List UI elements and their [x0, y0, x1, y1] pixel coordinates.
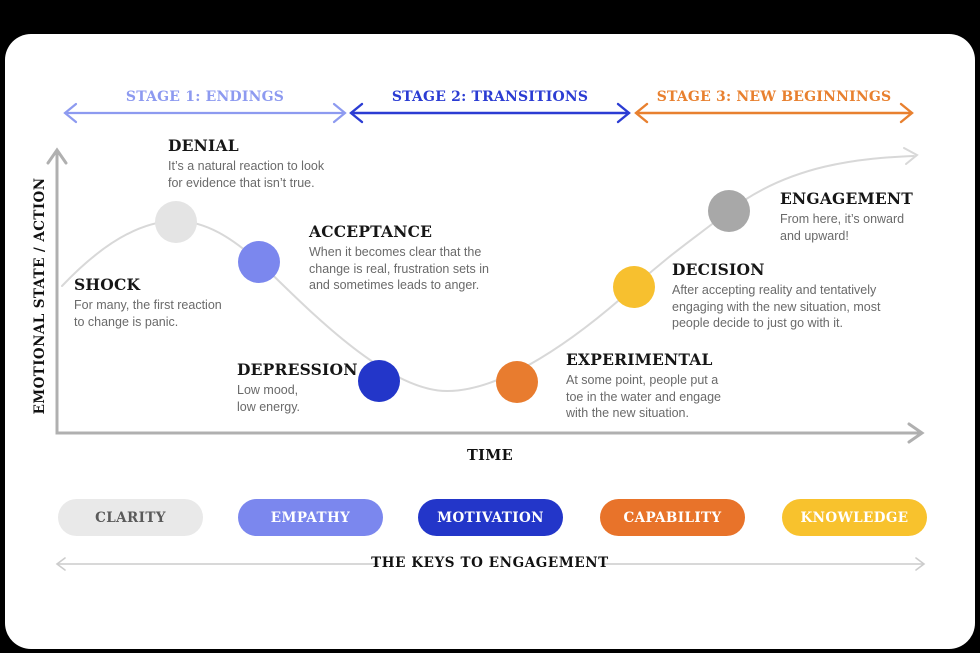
point-experimental: EXPERIMENTAL At some point, people put a…: [566, 350, 721, 422]
point-engagement-title: ENGAGEMENT: [780, 189, 913, 208]
point-denial-desc: It’s a natural reaction to look for evid…: [168, 159, 325, 190]
point-acceptance-desc: When it becomes clear that the change is…: [309, 245, 489, 292]
stage1-label: STAGE 1: ENDINGS: [125, 89, 285, 105]
x-axis-label: TIME: [467, 447, 513, 464]
point-acceptance-title: ACCEPTANCE: [309, 222, 433, 241]
point-denial-title: DENIAL: [168, 136, 239, 155]
point-decision: DECISION After accepting reality and ten…: [672, 260, 880, 332]
point-shock-title: SHOCK: [74, 275, 141, 294]
point-experimental-desc: At some point, people put a toe in the w…: [566, 373, 721, 420]
point-decision-title: DECISION: [672, 260, 765, 279]
key-pill-capability: CAPABILITY: [600, 499, 745, 536]
key-pill-empathy: EMPATHY: [238, 499, 383, 536]
point-engagement: ENGAGEMENT From here, it’s onward and up…: [780, 189, 913, 244]
point-denial: DENIAL It’s a natural reaction to look f…: [168, 136, 324, 191]
point-depression: DEPRESSION Low mood, low energy.: [237, 360, 358, 415]
point-acceptance: ACCEPTANCE When it becomes clear that th…: [309, 222, 489, 294]
keys-title: THE KEYS TO ENGAGEMENT: [371, 555, 609, 571]
point-shock: SHOCK For many, the first reaction to ch…: [74, 275, 222, 330]
y-axis-label: EMOTIONAL STATE / ACTION: [32, 177, 48, 415]
point-depression-desc: Low mood, low energy.: [237, 383, 300, 414]
key-pill-knowledge: KNOWLEDGE: [782, 499, 927, 536]
stage3-label: STAGE 3: NEW BEGINNINGS: [656, 89, 892, 105]
point-decision-desc: After accepting reality and tentatively …: [672, 283, 881, 330]
key-pill-clarity: CLARITY: [58, 499, 203, 536]
point-shock-desc: For many, the first reaction to change i…: [74, 298, 222, 329]
key-pill-motivation: MOTIVATION: [418, 499, 563, 536]
point-depression-title: DEPRESSION: [237, 360, 358, 379]
point-engagement-desc: From here, it’s onward and upward!: [780, 212, 905, 243]
point-experimental-title: EXPERIMENTAL: [566, 350, 713, 369]
stage2-label: STAGE 2: TRANSITIONS: [391, 89, 589, 105]
